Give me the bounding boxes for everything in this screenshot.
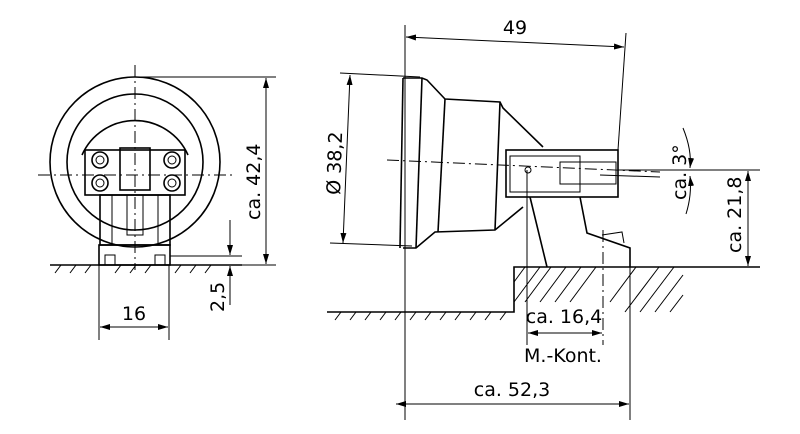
contact-block [84,147,186,266]
front-view: ca. 42,4 2,5 16 [38,65,276,340]
overall-length-label: ca. 52,3 [474,379,550,401]
side-view: 49 Ø 38,2 ca. 3° ca. 21,8 ca. 16,4 M.-Ko… [323,17,760,420]
diameter-dimension [340,74,353,244]
contact-note: M.-Kont. [524,345,602,367]
contact-offset-label: ca. 16,4 [526,306,602,328]
length-label: 49 [503,17,527,39]
axis-height-label: ca. 21,8 [724,177,746,253]
mounting-surface-step [327,266,760,313]
length-dimension [405,34,625,50]
height-label: ca. 42,4 [243,144,265,220]
width-label: 16 [122,303,146,325]
diameter-label: Ø 38,2 [323,131,347,195]
ground-hatch [334,266,684,321]
lampholder-body [403,77,544,249]
mounting-foot [529,196,631,268]
plug-connector [505,149,619,198]
axis-centerline [386,159,661,173]
angle-dimension [682,127,695,169]
ground-hatch [54,264,212,274]
angle-label: ca. 3° [669,144,691,200]
base-offset-label: 2,5 [207,282,229,312]
